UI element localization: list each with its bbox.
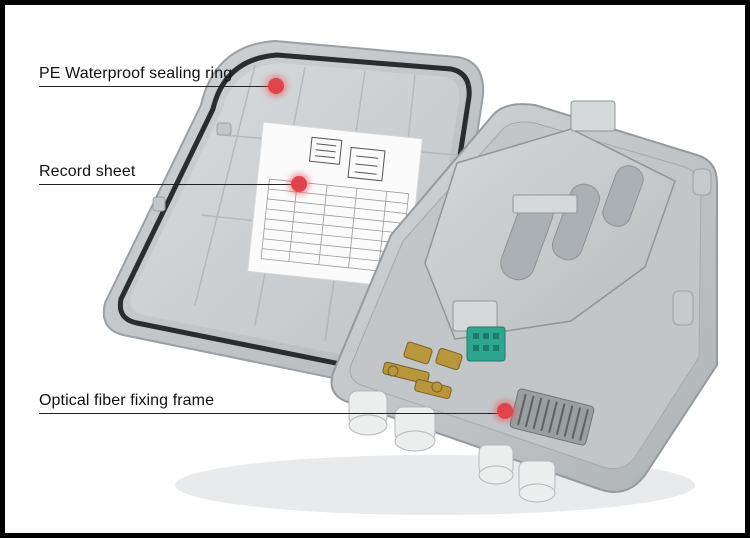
record-sheet-paper: [247, 121, 424, 289]
leader-line-sealing-ring: [39, 86, 275, 87]
marker-dot-fixing-frame: [497, 403, 513, 419]
record-sheet-table: [260, 178, 410, 274]
marker-dot-sealing-ring: [268, 78, 284, 94]
cable-gland: [348, 390, 388, 436]
terminal-block: [466, 326, 506, 362]
splice-tray-clips: [452, 100, 616, 332]
cable-glands: [348, 390, 556, 503]
leader-line-record-sheet: [39, 184, 299, 185]
record-sheet-schematic: [308, 136, 386, 182]
leader-line-fixing-frame: [39, 413, 504, 414]
splice-tray-cutouts: [500, 165, 644, 281]
callout-label-record-sheet: Record sheet: [39, 163, 136, 180]
marker-dot-record-sheet: [291, 176, 307, 192]
callout-label-fixing-frame: Optical fiber fixing frame: [39, 392, 215, 409]
splice-tray: [424, 100, 676, 340]
enclosure-base: [330, 100, 718, 503]
product-photo-frame: PE Waterproof sealing ring Record sheet …: [5, 5, 745, 533]
fiber-distribution-box-illustration: [102, 39, 718, 515]
cable-gland: [394, 406, 436, 452]
fiber-fixing-frame-comb: [509, 388, 595, 446]
grounding-brackets: [382, 341, 463, 400]
callout-label-sealing-ring: PE Waterproof sealing ring: [39, 65, 233, 82]
cable-gland: [518, 460, 556, 503]
mounting-ears: [672, 168, 712, 326]
cable-gland: [478, 444, 514, 485]
lid-tabs: [152, 122, 232, 212]
sealing-ring-gasket: [117, 52, 472, 380]
splice-tray-plate: [424, 128, 676, 340]
